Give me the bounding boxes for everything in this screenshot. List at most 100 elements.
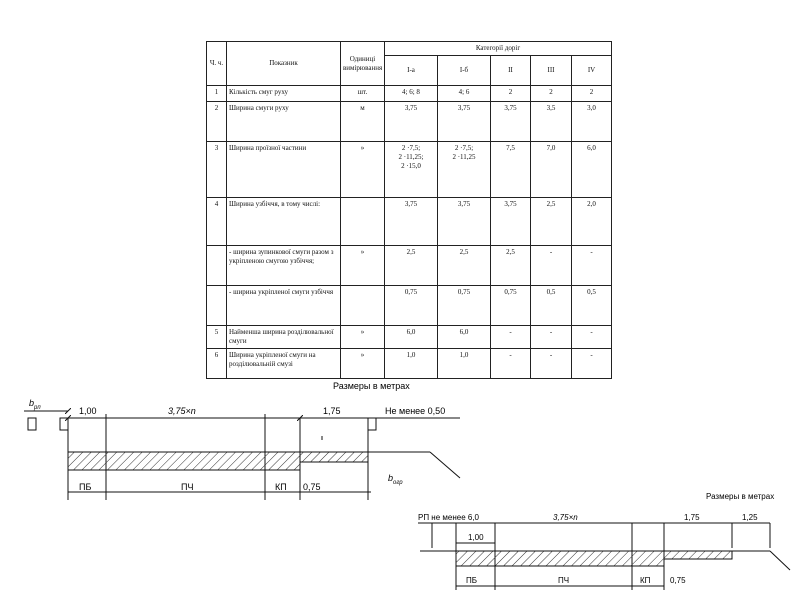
row-value: 2,5 [437, 245, 491, 286]
row-indicator: - ширина укріпленої смуги узбіччя [226, 285, 341, 326]
row-value: 2 ·7,5; 2 ·11,25; 2 ·15,0 [384, 141, 438, 198]
not-less-label: Не менее 0,50 [385, 406, 445, 416]
dim-1-75-b: 1,75 [684, 513, 700, 522]
header-indicator: Показник [226, 41, 341, 86]
row-indicator: Ширина проїзної частини [226, 141, 341, 198]
row-unit: шт. [340, 85, 385, 102]
row-value: - [530, 348, 572, 379]
row-value: - [570, 325, 613, 349]
dim-0-75: 0,75 [303, 482, 321, 492]
header-category: IV [570, 55, 613, 86]
row-value: 2 [570, 85, 613, 102]
pavement-shoulder [299, 451, 369, 463]
row-indicator: Кількість смуг руху [226, 85, 341, 102]
row-value: 6,0 [437, 325, 491, 349]
row-number: 1 [206, 85, 227, 102]
row-number [206, 245, 227, 286]
row-value: 3,75 [437, 101, 491, 142]
row-unit: м [340, 101, 385, 142]
dim-1-00-b: 1,00 [468, 533, 484, 542]
row-value: - [490, 325, 531, 349]
b-ogr-label: bогр [388, 473, 403, 486]
row-unit: » [340, 325, 385, 349]
row-value: - [530, 245, 572, 286]
dim-3-75n-b: 3,75×n [553, 513, 578, 522]
row-value: - [490, 348, 531, 379]
label-pch: ПЧ [181, 482, 193, 492]
label-pb: ПБ [79, 482, 91, 492]
row-value: 3,75 [437, 197, 491, 246]
header-unit: Одиниці вимірювання [340, 41, 385, 86]
dim-3-75n: 3,75×n [168, 406, 196, 416]
dim-1-75: 1,75 [323, 406, 341, 416]
road-parameters-table: Ч. ч. Показник Одиниці вимірювання Катег… [206, 41, 613, 379]
row-value: 3,5 [530, 101, 572, 142]
row-unit [340, 285, 385, 326]
row-value: 3,75 [384, 197, 438, 246]
row-value: 2 ·7,5; 2 ·11,25 [437, 141, 491, 198]
row-value: 1,0 [384, 348, 438, 379]
row-value: 0,75 [384, 285, 438, 326]
row-value: 4; 6; 8 [384, 85, 438, 102]
row-value: - [570, 348, 613, 379]
row-indicator: Ширина смуги руху [226, 101, 341, 142]
header-category: II [490, 55, 531, 86]
table-row: - ширина зупинкової смуги разом з укріпл… [206, 245, 613, 286]
pavement-main [67, 451, 301, 471]
pavement-shoulder-b [663, 550, 733, 560]
row-unit [340, 197, 385, 246]
row-value: 0,75 [490, 285, 531, 326]
row-indicator: Найменша ширина розділювальної смуги [226, 325, 341, 349]
row-number: 4 [206, 197, 227, 246]
diagram1-title: Размеры в метрах [333, 381, 410, 391]
row-value: 4; 6 [437, 85, 491, 102]
label-pb-b: ПБ [466, 576, 477, 585]
row-value: 2,5 [530, 197, 572, 246]
label-pch-b: ПЧ [558, 576, 569, 585]
row-value: 3,75 [490, 197, 531, 246]
row-unit: » [340, 348, 385, 379]
dim-1-00: 1,00 [79, 406, 97, 416]
row-indicator: - ширина зупинкової смуги разом з укріпл… [226, 245, 341, 286]
row-value: 3,75 [490, 101, 531, 142]
header-category: I-б [437, 55, 491, 86]
row-value: 2,5 [384, 245, 438, 286]
header-category: I-а [384, 55, 438, 86]
row-value: 0,75 [437, 285, 491, 326]
dim-rp: РП не менее 6,0 [418, 513, 480, 522]
row-value: 0,5 [530, 285, 572, 326]
dim-0-75-b: 0,75 [670, 576, 686, 585]
row-value: - [530, 325, 572, 349]
row-value: 1,0 [437, 348, 491, 379]
diagram2-title: Размеры в метрах [706, 492, 774, 501]
row-value: 2 [490, 85, 531, 102]
row-number: 6 [206, 348, 227, 379]
b-rp-label: bрп [29, 398, 41, 411]
row-value: 3,0 [570, 101, 613, 142]
row-value: 2 [530, 85, 572, 102]
row-number: 2 [206, 101, 227, 142]
row-value: 3,75 [384, 101, 438, 142]
row-number: 3 [206, 141, 227, 198]
row-indicator: Ширина укріпленої смуги на розділювальні… [226, 348, 341, 379]
row-number [206, 285, 227, 326]
row-value: 7,5 [490, 141, 531, 198]
row-value: 6,0 [384, 325, 438, 349]
row-value: 0,5 [570, 285, 613, 326]
label-kp: КП [275, 482, 287, 492]
header-categories: Категорії доріг [383, 41, 613, 56]
row-value: 7,0 [530, 141, 572, 198]
row-number: 5 [206, 325, 227, 349]
dim-1-25-b: 1,25 [742, 513, 758, 522]
header-category: III [530, 55, 572, 86]
pavement-main-b [455, 550, 665, 567]
row-value: - [570, 245, 613, 286]
row-indicator: Ширина узбіччя, в тому числі: [226, 197, 341, 246]
